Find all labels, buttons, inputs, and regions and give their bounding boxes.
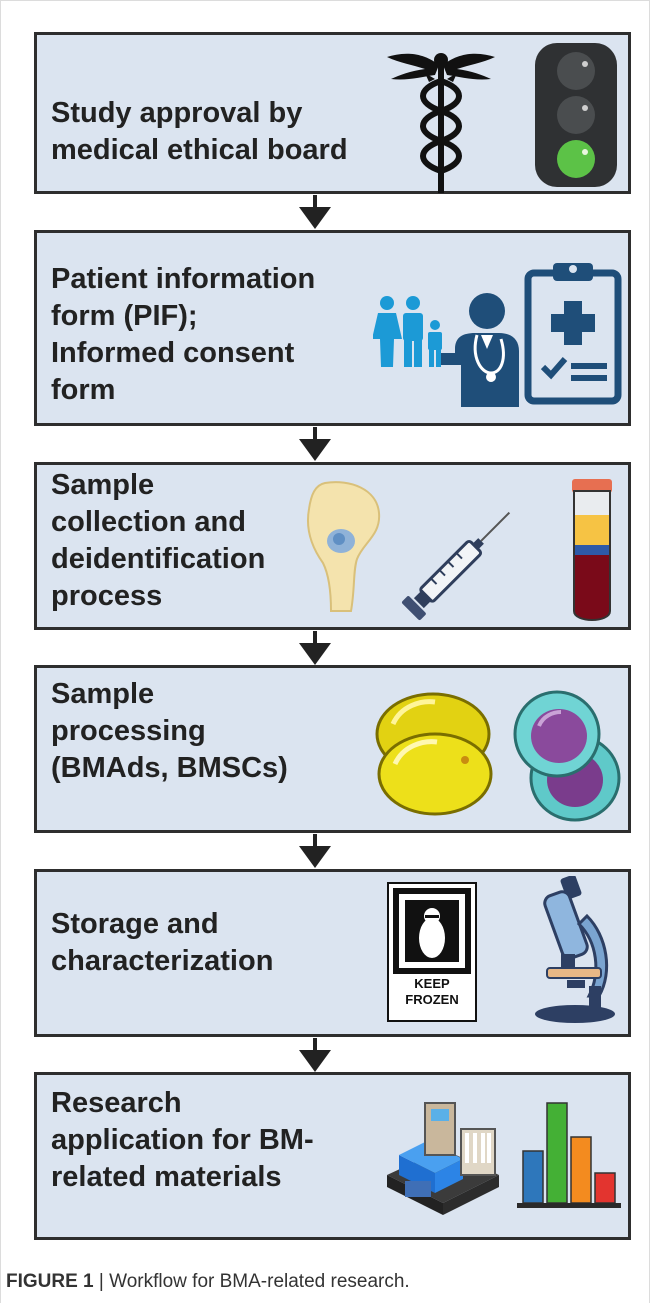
keep-text: KEEP bbox=[414, 976, 450, 991]
flow-arrow bbox=[297, 195, 333, 229]
flow-arrow bbox=[297, 427, 333, 461]
caption-text: Workflow for BMA-related research. bbox=[109, 1271, 410, 1292]
bar-green bbox=[546, 1102, 568, 1204]
step-label: Storage and characterization bbox=[51, 908, 274, 977]
step-research-application: Research application for BM- related mat… bbox=[34, 1072, 631, 1240]
bar-blue bbox=[522, 1150, 544, 1204]
step-sample-processing: Sample processing (BMAds, BMSCs) bbox=[34, 665, 631, 833]
step-storage: Storage and characterization KEEP FROZEN bbox=[34, 869, 631, 1037]
microscope-icon bbox=[517, 876, 621, 1026]
flow-arrow bbox=[297, 631, 333, 665]
family-icon bbox=[373, 295, 445, 369]
flow-arrow bbox=[297, 1038, 333, 1072]
keep-frozen-sign-icon bbox=[387, 882, 477, 1022]
stem-cell-icon bbox=[513, 686, 621, 826]
caption-separator: | bbox=[93, 1271, 110, 1292]
bar-orange bbox=[570, 1136, 592, 1204]
doctor-icon bbox=[441, 287, 521, 407]
syringe-icon bbox=[397, 495, 527, 625]
adipocyte-icon bbox=[373, 690, 493, 816]
caption-prefix: FIGURE 1 bbox=[6, 1271, 94, 1292]
bar-chart-icon bbox=[517, 1097, 621, 1211]
bar-red bbox=[594, 1172, 616, 1204]
frozen-text: FROZEN bbox=[405, 992, 459, 1007]
step-label: Patient information form (PIF); Informed… bbox=[51, 263, 316, 406]
step-label: Study approval by medical ethical board bbox=[51, 97, 348, 166]
figure-caption: FIGURE 1 | Workflow for BMA-related rese… bbox=[6, 1271, 410, 1293]
step-sample-collection: Sample collection and deidentification p… bbox=[34, 462, 631, 630]
chart-baseline bbox=[517, 1203, 621, 1208]
lab-analyzer-icon bbox=[383, 1089, 501, 1219]
traffic-light-icon bbox=[531, 41, 621, 189]
step-label: Sample collection and deidentification p… bbox=[51, 469, 266, 612]
clipboard-medical-icon bbox=[523, 259, 623, 405]
blood-tube-icon bbox=[569, 477, 615, 627]
flow-arrow bbox=[297, 834, 333, 868]
step-study-approval: Study approval by medical ethical board bbox=[34, 32, 631, 194]
caduceus-icon bbox=[385, 45, 497, 195]
hip-bone-icon bbox=[305, 479, 385, 619]
step-consent-forms: Patient information form (PIF); Informed… bbox=[34, 230, 631, 426]
step-label: Research application for BM- related mat… bbox=[51, 1087, 314, 1193]
step-label: Sample processing (BMAds, BMSCs) bbox=[51, 678, 288, 784]
